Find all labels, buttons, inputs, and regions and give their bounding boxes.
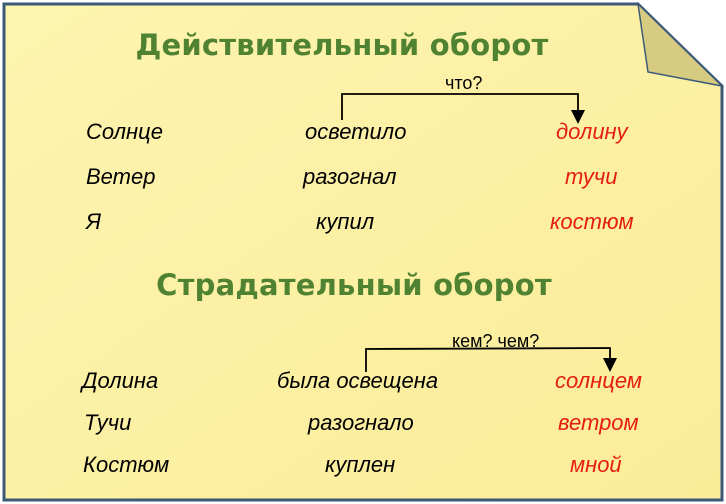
passive-row-3-subject: Костюм bbox=[83, 452, 170, 477]
passive-row-2-verb: разогнало bbox=[308, 410, 414, 435]
passive-row-1-subject: Долина bbox=[82, 368, 159, 393]
active-row-2-object: тучи bbox=[565, 164, 618, 189]
active-row-3-verb: купил bbox=[316, 209, 375, 234]
passive-row-1-verb: была освещена bbox=[277, 368, 439, 393]
passive-row-1-object: солнцем bbox=[555, 368, 642, 393]
passive-row-3-verb: куплен bbox=[325, 452, 396, 477]
active-question-label: что? bbox=[445, 73, 483, 93]
card-fold-corner bbox=[636, 1, 725, 88]
active-row-1-verb: осветило bbox=[305, 119, 407, 144]
passive-row-3-object: мной bbox=[570, 452, 622, 477]
passive-row-2-object: ветром bbox=[558, 410, 639, 435]
active-row-2-verb: разогнал bbox=[303, 164, 397, 189]
passive-question-label: кем? чем? bbox=[452, 331, 540, 351]
active-voice-title: Действительный оборот bbox=[135, 28, 549, 62]
passive-row-2-subject: Тучи bbox=[84, 410, 132, 435]
active-row-2-subject: Ветер bbox=[86, 164, 156, 189]
active-row-3-subject: Я bbox=[86, 209, 101, 234]
active-row-3-object: костюм bbox=[550, 209, 634, 234]
active-row-1-subject: Солнце bbox=[86, 119, 163, 144]
passive-voice-title: Страдательный оборот bbox=[156, 268, 552, 302]
active-row-1-object: долину bbox=[556, 119, 628, 144]
